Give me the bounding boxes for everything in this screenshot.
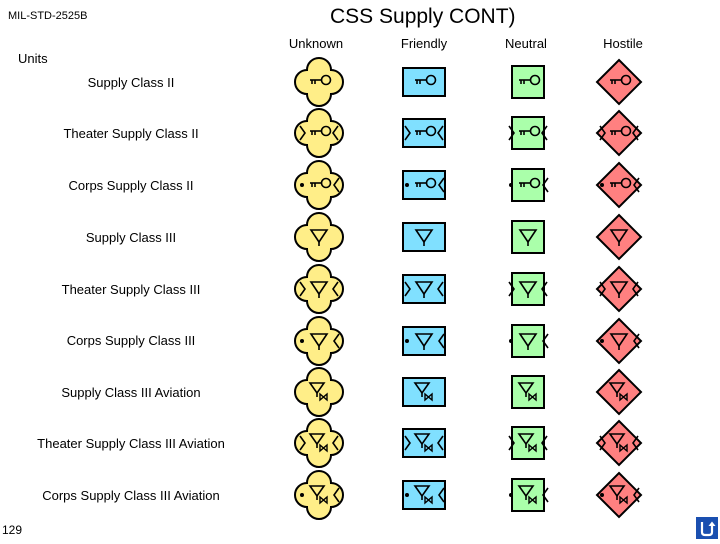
class-ii-symbol-friendly xyxy=(402,118,446,148)
class-iii-symbol-unknown xyxy=(294,316,344,366)
class-iii-symbol-unknown xyxy=(294,212,344,262)
column-header-unknown: Unknown xyxy=(288,36,344,51)
column-header-friendly: Friendly xyxy=(400,36,448,51)
class-iii-aviation-symbol-hostile xyxy=(595,419,643,467)
column-header-hostile: Hostile xyxy=(603,36,643,51)
class-ii-symbol-unknown xyxy=(294,57,344,107)
row-label: Supply Class II xyxy=(87,75,175,90)
row-label: Theater Supply Class II xyxy=(63,126,199,141)
class-ii-symbol-neutral xyxy=(508,116,548,150)
class-iii-symbol-neutral xyxy=(509,324,549,358)
class-iii-symbol-hostile xyxy=(595,265,643,313)
return-button[interactable] xyxy=(696,517,718,539)
class-ii-symbol-unknown xyxy=(294,160,344,210)
row-label: Corps Supply Class III xyxy=(66,333,196,348)
page-number: 129 xyxy=(2,523,23,537)
row-label: Supply Class III Aviation xyxy=(61,385,201,400)
class-iii-aviation-symbol-unknown xyxy=(294,367,344,417)
class-iii-aviation-symbol-neutral xyxy=(508,426,548,460)
class-iii-aviation-symbol-neutral xyxy=(509,478,549,512)
class-iii-symbol-hostile xyxy=(595,213,643,261)
page-title: CSS Supply CONT) xyxy=(330,5,516,28)
row-label: Corps Supply Class III Aviation xyxy=(42,488,220,503)
class-ii-symbol-friendly xyxy=(402,170,446,200)
class-ii-symbol-hostile xyxy=(595,109,643,157)
row-label: Supply Class III xyxy=(85,230,177,245)
class-iii-aviation-symbol-friendly xyxy=(402,377,446,407)
class-iii-aviation-symbol-unknown xyxy=(294,418,344,468)
class-ii-symbol-hostile xyxy=(595,58,643,106)
class-iii-symbol-neutral xyxy=(508,272,548,306)
standard-label: MIL-STD-2525B xyxy=(8,10,88,22)
class-ii-symbol-friendly xyxy=(402,67,446,97)
class-ii-symbol-neutral xyxy=(511,65,545,99)
class-iii-symbol-friendly xyxy=(402,222,446,252)
class-iii-symbol-hostile xyxy=(595,317,643,365)
class-iii-symbol-unknown xyxy=(294,264,344,314)
class-iii-symbol-neutral xyxy=(511,220,545,254)
return-arrow-icon xyxy=(700,521,716,537)
class-iii-aviation-symbol-hostile xyxy=(595,471,643,519)
class-iii-aviation-symbol-neutral xyxy=(511,375,545,409)
row-label: Theater Supply Class III xyxy=(61,282,201,297)
class-ii-symbol-neutral xyxy=(509,168,549,202)
row-label: Corps Supply Class II xyxy=(68,178,194,193)
column-header-neutral: Neutral xyxy=(505,36,547,51)
class-iii-aviation-symbol-friendly xyxy=(402,428,446,458)
class-ii-symbol-unknown xyxy=(294,108,344,158)
class-iii-aviation-symbol-friendly xyxy=(402,480,446,510)
class-iii-symbol-friendly xyxy=(402,274,446,304)
class-ii-symbol-hostile xyxy=(595,161,643,209)
section-label: Units xyxy=(18,51,48,66)
row-label: Theater Supply Class III Aviation xyxy=(37,436,225,451)
class-iii-symbol-friendly xyxy=(402,326,446,356)
class-iii-aviation-symbol-hostile xyxy=(595,368,643,416)
class-iii-aviation-symbol-unknown xyxy=(294,470,344,520)
